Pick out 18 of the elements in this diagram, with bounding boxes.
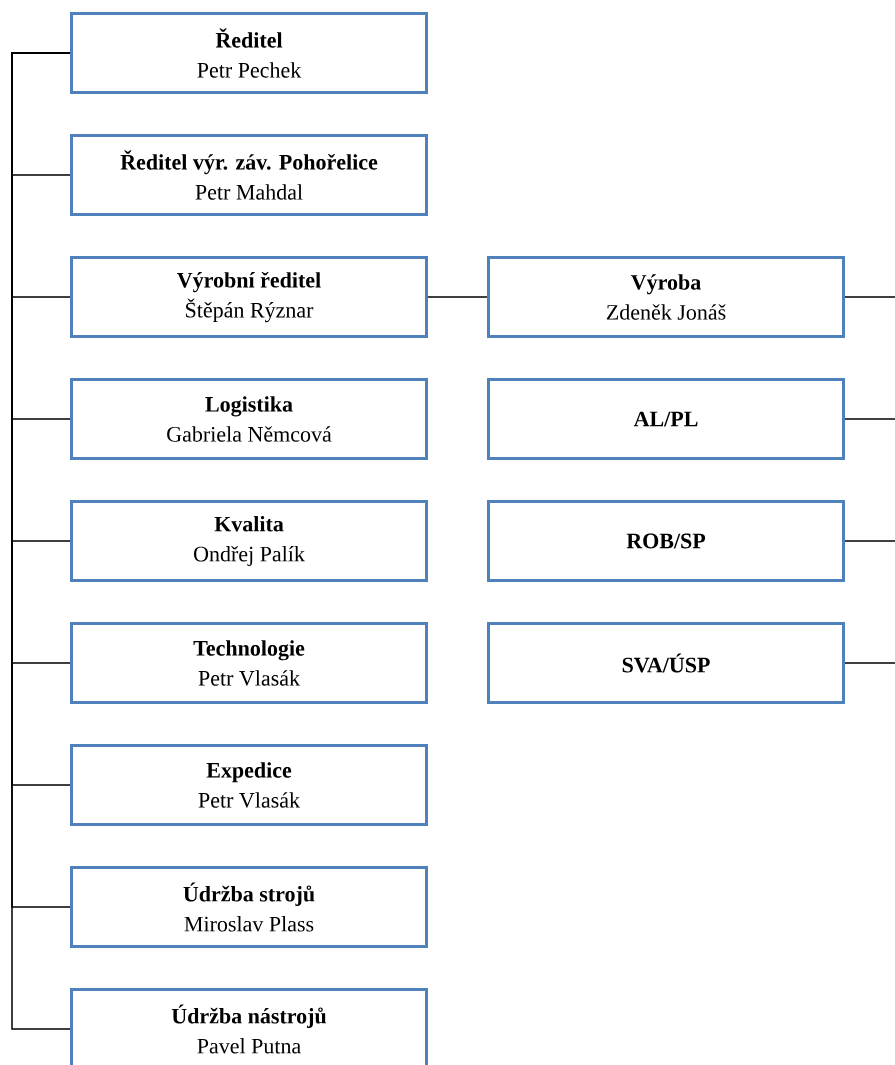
org-box: Výroba Zdeněk Jonáš	[487, 256, 845, 338]
connector-line	[844, 296, 895, 298]
org-box: Technologie Petr Vlasák	[70, 622, 428, 704]
org-box: Ředitel Petr Pechek	[70, 12, 428, 94]
org-box: Logistika Gabriela Němcová	[70, 378, 428, 460]
org-box: Ředitel výr. záv. Pohořelice Petr Mahdal	[70, 134, 428, 216]
org-box: Kvalita Ondřej Palík	[70, 500, 428, 582]
org-box: SVA/ÚSP	[487, 622, 845, 704]
org-box: Údržba nástrojů Pavel Putna	[70, 988, 428, 1065]
org-box: AL/PL	[487, 378, 845, 460]
connector-line	[844, 662, 895, 664]
org-box: Expedice Petr Vlasák	[70, 744, 428, 826]
org-box: Výrobní ředitel Štěpán Rýznar	[70, 256, 428, 338]
org-box: Údržba strojů Miroslav Plass	[70, 866, 428, 948]
org-box: ROB/SP	[487, 500, 845, 582]
connector-line	[844, 418, 895, 420]
connector-line	[427, 296, 488, 298]
connector-line	[844, 540, 895, 542]
